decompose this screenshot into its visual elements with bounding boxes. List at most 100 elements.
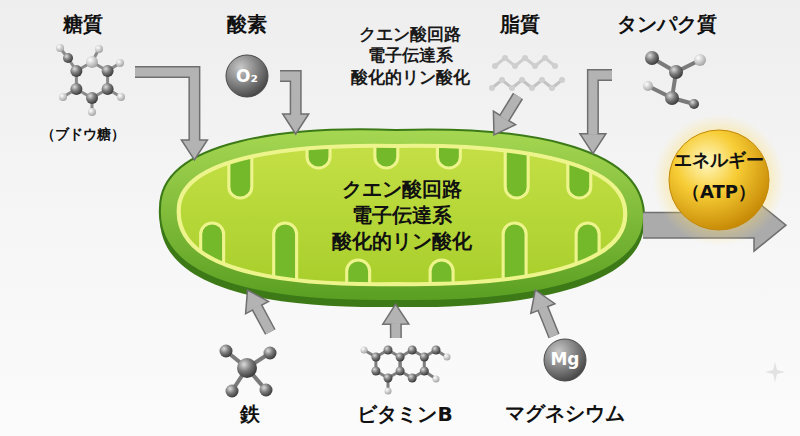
mitochondrion-shape-part-part-part bbox=[375, 108, 398, 168]
glucose-molecule-part bbox=[95, 45, 103, 53]
node-title: 鉄 bbox=[240, 402, 260, 426]
vitamin-b-molecule-part bbox=[371, 353, 380, 362]
iron-molecule-part bbox=[237, 358, 257, 378]
lipid-chain-part-part bbox=[489, 85, 495, 91]
lipid-chain-part-part bbox=[522, 55, 528, 61]
mitochondrion-shape-part-part-part bbox=[503, 223, 526, 318]
protein-molecule-part bbox=[643, 81, 653, 91]
mitochondrion-shape-part-part-part bbox=[307, 108, 330, 168]
glucose-molecule-part bbox=[63, 53, 73, 63]
vitamin-b-molecule-part bbox=[364, 350, 447, 391]
vitamin-b-molecule-part bbox=[408, 374, 417, 383]
node-subtitle: （ATP） bbox=[682, 181, 756, 203]
lipid-chain bbox=[489, 55, 565, 91]
glucose-molecule-part bbox=[117, 93, 125, 101]
vitamin-b-molecule-part bbox=[396, 367, 405, 376]
glucose-molecule-part bbox=[59, 93, 67, 101]
lipid-chain-part-part bbox=[539, 77, 545, 83]
glucose-molecule-part bbox=[60, 48, 121, 112]
node-subtitle: （ブドウ糖） bbox=[41, 126, 125, 143]
lipid-chain-part bbox=[489, 55, 565, 91]
mitochondrion-shape-part-part-part bbox=[430, 260, 453, 318]
lipid-chain-part-part bbox=[499, 77, 505, 83]
lipid-chain-part-part bbox=[532, 63, 538, 69]
mitochondrion-shape-part-part-part bbox=[229, 108, 252, 198]
mitochondrion-shape-part-part bbox=[160, 129, 644, 301]
glucose-molecule-part bbox=[86, 56, 98, 68]
node-title: Mg bbox=[550, 349, 579, 369]
lipid-chain-part-part bbox=[529, 85, 535, 91]
vitamin-b-molecule-part bbox=[420, 367, 429, 376]
cofactor-item: 鉄 bbox=[215, 332, 285, 432]
arrow-head bbox=[383, 304, 409, 324]
element-circle-part bbox=[544, 339, 586, 381]
iron-molecule-part bbox=[260, 384, 273, 397]
arrow-outline bbox=[280, 76, 296, 115]
mitochondrion-shape-part-part-part bbox=[437, 108, 460, 168]
process-label: クエン酸回路 電子伝達系 酸化的リン酸化 bbox=[345, 24, 475, 88]
vitamin-b-molecule-part bbox=[371, 367, 380, 376]
flow-arrow bbox=[493, 96, 518, 135]
protein-molecule-part bbox=[645, 51, 659, 65]
arrow-shaft bbox=[543, 308, 555, 336]
iron-molecule-part bbox=[220, 345, 233, 358]
vitamin-b-molecule-part bbox=[444, 354, 451, 361]
lipid-chain-part-part bbox=[502, 55, 508, 61]
vitamin-b-molecule-part bbox=[433, 376, 440, 383]
mitochondrion-shape-part bbox=[160, 108, 644, 318]
arrow-outline bbox=[257, 307, 271, 332]
atp-sphere: エネルギー （ATP） bbox=[669, 130, 769, 230]
node-title: エネルギー bbox=[674, 149, 764, 171]
vitamin-b-molecule-part bbox=[408, 346, 417, 355]
protein-molecule-part bbox=[665, 91, 679, 105]
arrow-outline bbox=[135, 72, 194, 141]
node-subtitle: O₂ bbox=[236, 66, 258, 86]
input-item: 酸素O₂ bbox=[214, 8, 280, 108]
arrow-outline bbox=[543, 308, 555, 336]
glucose-molecule-part bbox=[116, 59, 124, 67]
flow-arrow bbox=[280, 76, 309, 134]
vitamin-b-molecule-part bbox=[385, 388, 392, 395]
glucose-molecule bbox=[56, 44, 125, 116]
cofactor-item: Mg マグネシウム bbox=[500, 336, 630, 432]
lipid-chain-part-part bbox=[519, 77, 525, 83]
mitochondrion-shape-part-part-part bbox=[576, 223, 599, 318]
arrow-outline bbox=[593, 75, 612, 135]
arrow-outline bbox=[504, 96, 518, 119]
node-title: 脂質 bbox=[500, 12, 540, 36]
iron-molecule-part bbox=[226, 385, 239, 398]
node-subtitle: マグネシウム bbox=[505, 401, 625, 425]
vitamin-b-molecule-part bbox=[384, 346, 393, 355]
iron-molecule-part bbox=[264, 347, 277, 360]
arrow-shaft bbox=[280, 76, 296, 115]
flow-arrow bbox=[580, 75, 612, 154]
protein-molecule-part bbox=[648, 58, 700, 104]
arrow-outline bbox=[390, 323, 402, 338]
mitochondrion: クエン酸回路 電子伝達系 酸化的リン酸化 bbox=[156, 118, 648, 306]
arrow-shaft bbox=[257, 307, 271, 332]
mitochondrion-shape-part-part bbox=[201, 108, 599, 318]
glucose-molecule-part bbox=[56, 44, 64, 52]
glucose-molecule-part bbox=[70, 65, 82, 77]
energy-sphere-part bbox=[669, 130, 769, 230]
mitochondrion-shape-part-part-part bbox=[568, 108, 591, 198]
glucose-molecule-part bbox=[70, 83, 82, 95]
input-item: タンパク質 bbox=[612, 8, 722, 118]
vitamin-b-molecule-part bbox=[384, 374, 393, 383]
mitochondrion-shape-part-part-part bbox=[347, 260, 370, 318]
sparkle bbox=[765, 362, 785, 382]
lipid-chain-part-part bbox=[509, 85, 515, 91]
protein-molecule-part bbox=[694, 54, 706, 66]
lipid-chain-part-part bbox=[542, 55, 548, 61]
lipid-chain-part-part bbox=[552, 63, 558, 69]
label-holder: クエン酸回路 電子伝達系 酸化的リン酸化 bbox=[345, 24, 475, 88]
protein-molecule-part bbox=[669, 65, 683, 79]
input-item: 脂質 bbox=[478, 8, 562, 96]
cofactor-item: ビタミンB bbox=[340, 338, 470, 432]
input-item: 糖質（ブドウ糖） bbox=[30, 8, 135, 148]
vitamin-b-molecule bbox=[361, 346, 451, 395]
process-text: クエン酸回路 電子伝達系 酸化的リン酸化 bbox=[327, 176, 477, 254]
lipid-chain-part-part bbox=[549, 85, 555, 91]
